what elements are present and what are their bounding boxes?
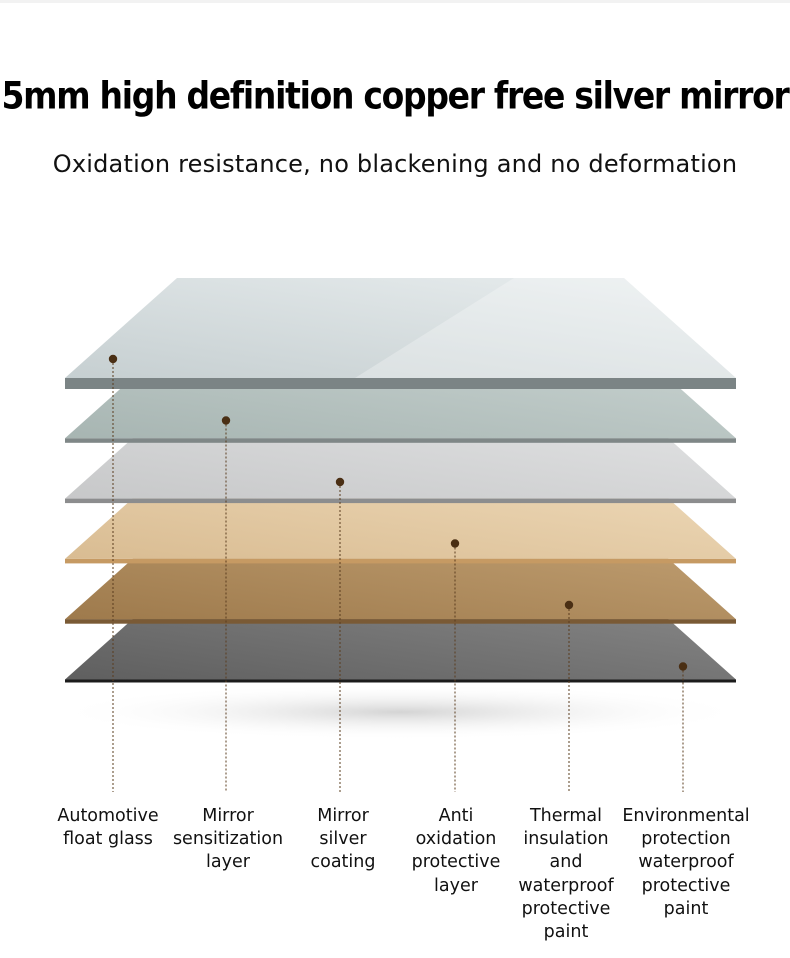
leader-dot-sensitize xyxy=(221,416,231,425)
label-glass: Automotive float glass xyxy=(43,805,173,851)
leader-dot-glass xyxy=(108,354,118,364)
label-line: layer xyxy=(206,852,250,873)
leader-dot-silver xyxy=(335,477,345,487)
leader-dot-antiox xyxy=(450,539,460,548)
layers-group xyxy=(65,278,736,683)
label-line: Anti xyxy=(438,806,474,826)
label-line: protective xyxy=(521,898,611,919)
floor-shadow xyxy=(50,684,750,740)
label-line: Thermal xyxy=(529,806,603,826)
glass-highlight xyxy=(355,278,736,378)
label-line: Mirror xyxy=(202,806,254,826)
label-line: silver xyxy=(319,829,367,850)
label-line: protection xyxy=(641,829,731,850)
layer-edge-enviro xyxy=(65,679,736,683)
label-line: waterproof xyxy=(638,852,734,873)
label-line: Mirror xyxy=(317,806,369,826)
label-line: protective xyxy=(641,875,731,896)
top-rule xyxy=(0,0,790,3)
glass-thickness xyxy=(65,378,736,389)
leader-dot-enviro xyxy=(678,662,688,671)
label-line: oxidation xyxy=(415,829,497,850)
label-line: protective xyxy=(411,852,501,873)
label-line: paint xyxy=(543,922,589,943)
label-line: coating xyxy=(310,852,376,873)
layer-edge-sensitize xyxy=(65,438,736,443)
layer-edge-antiox xyxy=(65,558,736,564)
leader-dot-thermal xyxy=(564,600,574,610)
label-line: layer xyxy=(434,875,478,896)
page-title: 5mm high definition copper free silver m… xyxy=(1,74,790,118)
layer-edge-thermal xyxy=(65,619,736,624)
label-line: waterproof xyxy=(518,875,614,896)
layer-edge-silver xyxy=(65,498,736,504)
label-line: paint xyxy=(663,898,709,919)
label-line: and xyxy=(549,852,583,873)
label-line: sensitization xyxy=(172,829,284,850)
leaders-group xyxy=(108,354,688,792)
page-subtitle: Oxidation resistance, no blackening and … xyxy=(52,150,738,178)
label-line: insulation xyxy=(523,829,609,850)
label-line: float glass xyxy=(63,829,153,850)
label-line: Environmental xyxy=(622,806,750,826)
layer-glass xyxy=(65,278,736,389)
label-line: Automotive xyxy=(57,806,159,826)
layer-top-glass xyxy=(65,278,736,378)
